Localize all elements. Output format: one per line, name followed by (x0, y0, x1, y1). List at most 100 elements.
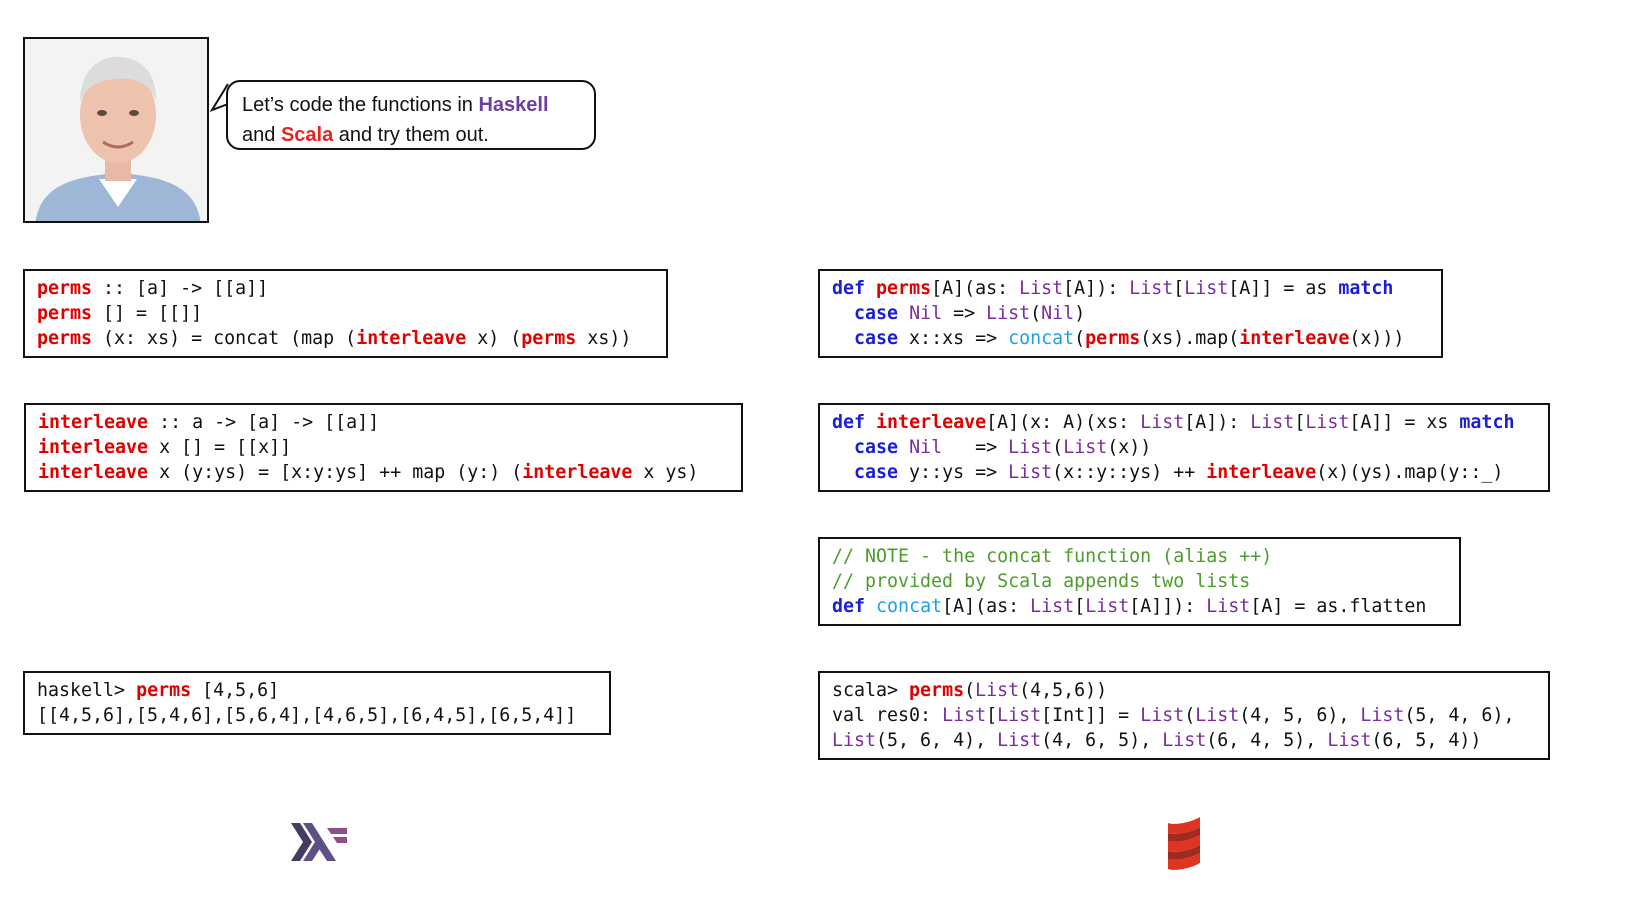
code-token: Nil (909, 437, 943, 458)
code-token: x (y:ys) = [x:y:ys] ++ map (y:) ( (148, 462, 523, 483)
code-token: List (1206, 596, 1251, 617)
code-token: [ (1074, 596, 1086, 617)
code-token: [ (986, 705, 998, 726)
code-token: => (942, 303, 987, 324)
code-token: case (854, 328, 899, 349)
code-token: perms (909, 680, 965, 701)
code-token (832, 437, 854, 458)
code-line: case y::ys => List(x::y::ys) ++ interlea… (832, 460, 1536, 485)
code-token: ( (1030, 303, 1042, 324)
code-token: perms (521, 328, 577, 349)
code-token: List (1327, 730, 1372, 751)
code-token: interleave (876, 412, 987, 433)
code-line: def concat[A](as: List[List[A]]): List[A… (832, 594, 1447, 619)
code-token: List (1063, 437, 1108, 458)
code-token: interleave (356, 328, 467, 349)
scala-perms-code: def perms[A](as: List[A]): List[List[A]]… (818, 269, 1443, 358)
code-token: List (986, 303, 1031, 324)
code-token: ( (1184, 705, 1196, 726)
scala-word: Scala (280, 124, 334, 146)
code-token: List (942, 705, 987, 726)
code-token: [ (1294, 412, 1306, 433)
code-token: haskell> (37, 680, 137, 701)
code-token: case (854, 462, 899, 483)
code-token (898, 437, 909, 458)
code-token: (5, 4, 6), (1404, 705, 1515, 726)
code-line: scala> perms(List(4,5,6)) (832, 678, 1536, 703)
code-token: interleave (38, 412, 149, 433)
code-token: => (942, 437, 1009, 458)
code-token: interleave (1239, 328, 1350, 349)
code-token (832, 462, 854, 483)
speech-bubble-line-1: Let’s code the functions in Haskell (242, 90, 580, 120)
code-line: def perms[A](as: List[A]): List[List[A]]… (832, 276, 1429, 301)
code-token: [] = [[]] (92, 303, 203, 324)
code-line: perms [] = [[]] (37, 301, 654, 326)
speech-text: and (242, 124, 281, 146)
haskell-word: Haskell (478, 94, 549, 116)
code-token: List (1184, 278, 1229, 299)
code-token: :: a -> [a] -> [[a]] (148, 412, 380, 433)
code-token: (6, 5, 4)) (1371, 730, 1482, 751)
code-token: ( (1052, 437, 1064, 458)
code-token: (6, 4, 5), (1206, 730, 1328, 751)
code-token (898, 303, 909, 324)
code-token: y::ys => (898, 462, 1009, 483)
code-line: interleave x (y:ys) = [x:y:ys] ++ map (y… (38, 460, 729, 485)
code-token: (4, 5, 6), (1239, 705, 1361, 726)
code-token: List (1085, 596, 1130, 617)
code-token: x [] = [[x]] (148, 437, 292, 458)
code-token: List (1008, 462, 1053, 483)
speech-text: and try them out. (333, 124, 489, 146)
code-token: [ (1173, 278, 1185, 299)
code-token: def (832, 278, 866, 299)
code-token: interleave (1206, 462, 1317, 483)
code-token: x) ( (466, 328, 522, 349)
code-token: concat (876, 596, 943, 617)
speech-bubble-tail (209, 83, 229, 112)
code-token: (xs).map( (1140, 328, 1240, 349)
presenter-portrait-icon (25, 39, 207, 221)
code-line: // provided by Scala appends two lists (832, 569, 1447, 594)
code-token: List (1305, 412, 1350, 433)
code-token: List (975, 680, 1020, 701)
code-token: List (1019, 278, 1064, 299)
haskell-perms-code: perms :: [a] -> [[a]]perms [] = [[]]perm… (23, 269, 668, 358)
code-token: perms (37, 278, 93, 299)
code-line: perms :: [a] -> [[a]] (37, 276, 654, 301)
code-token: val res0: (832, 705, 943, 726)
code-token: List (1360, 705, 1405, 726)
code-token: def (832, 596, 866, 617)
code-token: List (1195, 705, 1240, 726)
code-line: perms (x: xs) = concat (map (interleave … (37, 326, 654, 351)
scala-interleave-code: def interleave[A](x: A)(xs: List[A]): Li… (818, 403, 1550, 492)
code-token (865, 596, 876, 617)
code-token: List (832, 730, 877, 751)
code-token: (x)) (1107, 437, 1152, 458)
code-line: case Nil => List(List(x)) (832, 435, 1536, 460)
code-token: [A] = as.flatten (1250, 596, 1427, 617)
code-token: [Int]] = (1041, 705, 1141, 726)
code-token: [A]): (1063, 278, 1130, 299)
code-token (832, 328, 854, 349)
code-token: [A]): (1184, 412, 1251, 433)
code-token: ( (964, 680, 976, 701)
code-token: // provided by Scala appends two lists (832, 571, 1251, 592)
code-token: List (1250, 412, 1295, 433)
scala-repl-output: scala> perms(List(4,5,6))val res0: List[… (818, 671, 1550, 760)
code-token: [A]] = as (1228, 278, 1339, 299)
code-token: case (854, 437, 899, 458)
code-token: [A]] = xs (1349, 412, 1460, 433)
code-token: perms (1085, 328, 1141, 349)
code-token: List (1129, 278, 1174, 299)
scala-logo-icon (1168, 817, 1200, 870)
code-line: def interleave[A](x: A)(xs: List[A]): Li… (832, 410, 1536, 435)
code-token: (x: xs) = concat (map ( (92, 328, 357, 349)
code-token: List (1030, 596, 1075, 617)
code-token: // NOTE - the concat function (alias ++) (832, 546, 1273, 567)
code-token (865, 278, 876, 299)
code-line: interleave :: a -> [a] -> [[a]] (38, 410, 729, 435)
haskell-logo-icon (291, 823, 347, 861)
speech-bubble-line-2: and Scala and try them out. (242, 120, 580, 150)
code-token: xs)) (576, 328, 632, 349)
